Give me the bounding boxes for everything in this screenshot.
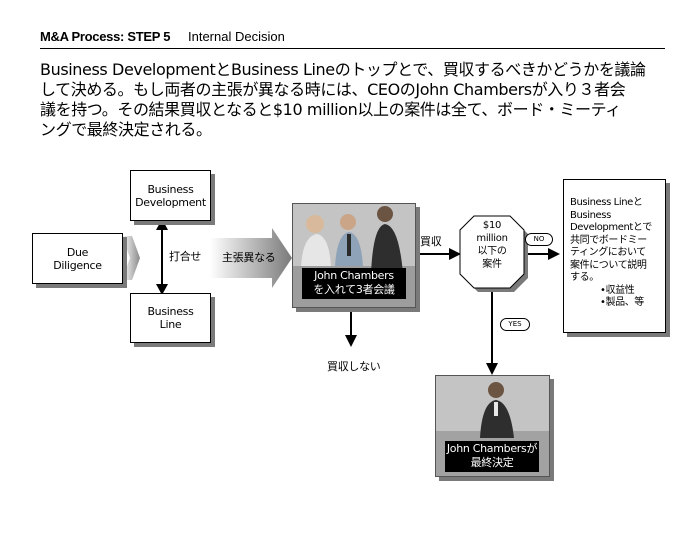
intro-paragraph: Business DevelopmentとBusiness Lineのトップとで… bbox=[40, 60, 680, 140]
gradient-arrow-disagree bbox=[210, 228, 292, 288]
gradient-arrow-dd bbox=[122, 236, 140, 280]
explain-line: Developmentとで bbox=[570, 222, 652, 233]
business-line-label: Line bbox=[159, 318, 182, 331]
explain-bullet: •収益性 bbox=[600, 284, 635, 296]
bd-bl-arrowhead-down bbox=[156, 284, 168, 295]
step-subtitle: Internal Decision bbox=[188, 29, 285, 44]
intro-line: ングで最終決定される。 bbox=[40, 120, 212, 139]
explain-line: 案件について説明 bbox=[570, 259, 647, 271]
due-diligence-label: Due bbox=[66, 245, 89, 259]
yes-arrowhead bbox=[486, 363, 498, 375]
no-arrowhead bbox=[548, 248, 560, 260]
final-decision-caption: John Chambersが 最終決定 bbox=[445, 441, 539, 472]
intro-line: して決める。もし両者の主張が異なる時には、CEOのJohn Chambersが入… bbox=[40, 80, 626, 99]
no-acquire-arrowhead bbox=[345, 335, 357, 347]
explain-bullet: •製品、等 bbox=[600, 297, 644, 308]
business-line-box: Business Line bbox=[130, 293, 211, 343]
header-divider bbox=[40, 48, 665, 49]
board-explanation-box: Business Lineと Business Developmentとで 共同… bbox=[563, 179, 666, 333]
acquire-arrowhead bbox=[449, 248, 461, 260]
no-tag: NO bbox=[525, 233, 553, 246]
business-development-box: Business Development bbox=[130, 170, 211, 221]
decision-octagon bbox=[459, 215, 525, 289]
three-party-caption: John Chambers を入れて3者会議 bbox=[302, 268, 406, 299]
bd-bl-arrowhead-up bbox=[156, 219, 168, 230]
explain-line: する。 bbox=[570, 272, 599, 283]
intro-line: 議を持つ。その結果買収となると$10 million以上の案件は全て、ボード・ミ… bbox=[40, 100, 621, 119]
step-title: M&A Process: STEP 5 bbox=[40, 29, 171, 44]
meeting-label: 打合せ bbox=[169, 250, 202, 263]
explain-bullets: •収益性 •製品、等 bbox=[570, 285, 661, 310]
acquire-label: 買収 bbox=[420, 235, 442, 248]
three-party-caption-line: John Chambers bbox=[314, 269, 394, 282]
explain-line: ティングにおいて bbox=[570, 247, 646, 258]
intro-line: Business DevelopmentとBusiness Lineのトップとで… bbox=[40, 60, 646, 79]
disagree-label: 主張異なる bbox=[222, 251, 276, 264]
business-development-label: Business bbox=[147, 182, 194, 196]
decision-line: million bbox=[476, 233, 508, 244]
three-party-caption-line: を入れて3者会議 bbox=[313, 283, 395, 296]
business-development-label: Development bbox=[135, 195, 206, 209]
due-diligence-label: Diligence bbox=[53, 258, 102, 272]
decision-line: 以下の bbox=[477, 246, 507, 257]
due-diligence-box: Due Diligence bbox=[32, 233, 123, 284]
business-line-label: Business bbox=[147, 305, 194, 318]
decision-line: 案件 bbox=[482, 259, 502, 270]
final-decision-caption-line: John Chambersが bbox=[446, 442, 538, 455]
yes-tag: YES bbox=[500, 318, 530, 331]
explain-line: 共同でボードミー bbox=[570, 234, 647, 246]
explain-line: Business bbox=[570, 209, 611, 221]
explain-line: Business Lineと bbox=[570, 197, 643, 208]
decision-text: $10 million 以下の 案件 bbox=[460, 219, 524, 271]
final-decision-caption-line: 最終決定 bbox=[470, 456, 514, 469]
decision-line: $10 bbox=[482, 220, 502, 231]
no-acquire-label: 買収しない bbox=[327, 360, 381, 373]
